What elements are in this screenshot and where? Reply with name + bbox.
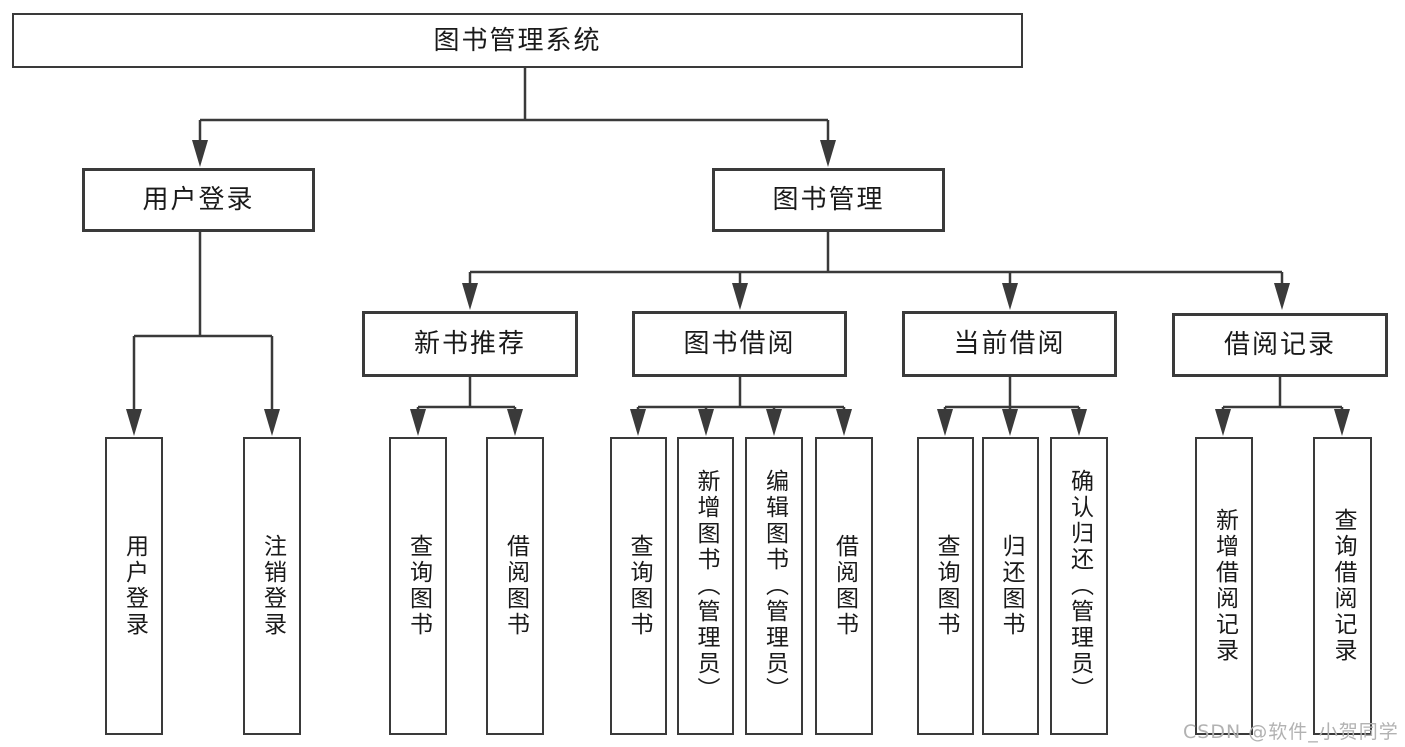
leaf-borrow-add-books-admin: 新增图书（管理员）	[677, 437, 734, 735]
arrowhead	[698, 409, 714, 436]
node-section-book-borrow: 图书借阅	[632, 311, 847, 377]
leaf-new-book-query: 查询图书	[389, 437, 447, 735]
node-section-current-borrow: 当前借阅	[902, 311, 1117, 377]
node-root: 图书管理系统	[12, 13, 1023, 68]
leaf-current-query-books: 查询图书	[917, 437, 974, 735]
arrowhead	[820, 140, 836, 167]
arrowhead	[1002, 283, 1018, 310]
node-user-login: 用户登录	[82, 168, 315, 232]
node-section-new-book-recommendation: 新书推荐	[362, 311, 578, 377]
arrowhead	[410, 409, 426, 436]
connector-root-to-level2	[198, 68, 830, 141]
connector-borrow-records-to-leaves	[1221, 377, 1344, 411]
leaf-logout: 注销登录	[243, 437, 301, 735]
arrowhead	[630, 409, 646, 436]
arrowhead	[1071, 409, 1087, 436]
arrowhead	[937, 409, 953, 436]
leaf-borrow-edit-books-admin: 编辑图书（管理员）	[745, 437, 803, 735]
connector-new-book-to-leaves	[416, 377, 517, 411]
arrowhead	[1002, 409, 1018, 436]
arrowhead	[1274, 283, 1290, 310]
leaf-current-confirm-return-admin: 确认归还（管理员）	[1050, 437, 1108, 735]
leaf-current-return-books: 归还图书	[982, 437, 1039, 735]
leaf-borrow-borrow-books: 借阅图书	[815, 437, 873, 735]
connector-user-login-to-leaves	[132, 232, 274, 411]
arrowhead	[1334, 409, 1350, 436]
arrowhead	[836, 409, 852, 436]
connector-current-borrow-to-leaves	[943, 377, 1081, 411]
node-section-borrow-records: 借阅记录	[1172, 313, 1388, 377]
connector-book-management-to-sections	[468, 232, 1284, 285]
arrowhead	[462, 283, 478, 310]
arrowhead	[507, 409, 523, 436]
arrowhead	[1215, 409, 1231, 436]
node-book-management: 图书管理	[712, 168, 945, 232]
arrowhead	[264, 409, 280, 436]
arrowhead	[192, 140, 208, 167]
arrowhead	[126, 409, 142, 436]
connector-book-borrow-to-leaves	[636, 377, 846, 411]
leaf-records-add: 新增借阅记录	[1195, 437, 1253, 735]
arrowhead	[732, 283, 748, 310]
leaf-new-book-borrow: 借阅图书	[486, 437, 544, 735]
leaf-borrow-query-books: 查询图书	[610, 437, 667, 735]
arrowhead	[766, 409, 782, 436]
leaf-user-login: 用户登录	[105, 437, 163, 735]
leaf-records-query: 查询借阅记录	[1313, 437, 1372, 735]
